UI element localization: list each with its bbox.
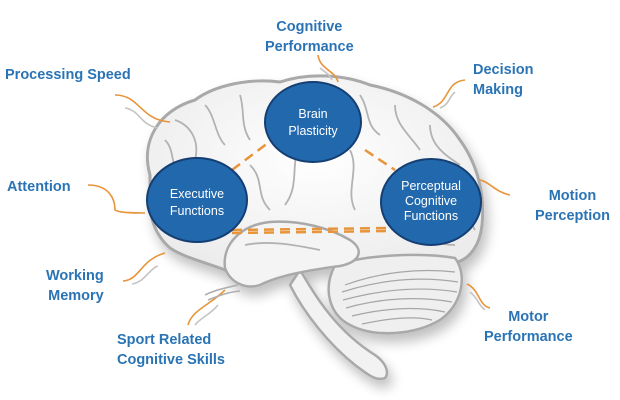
label-line: Motion [548,188,597,204]
label-line: Cognitive Skills [117,352,225,368]
pointer-sport-related [187,289,226,326]
edge-executive-to-perceptual-a [231,226,391,232]
label-line: Processing Speed [5,67,131,83]
node-label-line: Functions [170,204,224,218]
label-line: Perception [535,208,610,224]
label-line: Decision [473,62,534,78]
temporal-lobe-outline [223,220,360,288]
pointer-working-memory [122,252,166,282]
label-line: Attention [7,179,71,195]
node-executive-functions: Executive Functions [146,157,248,243]
cerebellum-outline [327,253,464,335]
connectors [231,139,396,235]
node-label-line: Cognitive [405,194,457,208]
label-motor-performance: Motor Performance [484,307,573,347]
label-line: Performance [484,329,573,345]
label-line: Working [46,268,104,284]
label-sport-related-cognitive-skills: Sport Related Cognitive Skills [117,330,225,370]
edge-executive-to-perceptual-b [231,229,391,235]
label-line: Making [473,82,523,98]
label-line: Cognitive [276,19,343,35]
label-pointers [87,54,511,326]
pointer-processing-speed [114,94,171,123]
node-perceptual-cognitive-functions: Perceptual Cognitive Functions [380,158,482,246]
label-decision-making: Decision Making [473,60,533,100]
label-working-memory: Working Memory [46,266,104,306]
node-label-line: Brain [298,107,327,121]
cerebellum-folds [341,269,459,325]
label-cognitive-performance: Cognitive Performance [265,17,354,57]
label-line: Memory [48,288,104,304]
node-label-line: Plasticity [288,124,338,138]
label-motion-perception: Motion Perception [535,186,610,226]
pointer-motor-performance [466,283,491,309]
label-attention: Attention [7,177,71,197]
pointer-decision-making [432,79,466,108]
label-line: Sport Related [117,332,212,348]
label-processing-speed: Processing Speed [5,65,131,85]
pointer-cognitive-performance [317,54,339,83]
edge-executive-to-plasticity [231,139,273,171]
pointer-motion-perception [479,179,511,196]
label-line: Motor [508,309,549,325]
edge-plasticity-to-perceptual [364,148,396,172]
node-brain-plasticity: Brain Plasticity [264,81,362,163]
node-label-line: Functions [404,209,458,223]
brainstem-outline [288,267,389,381]
label-line: Performance [265,39,354,55]
pointer-attention [87,184,146,214]
node-label-line: Executive [170,187,224,201]
node-label-line: Perceptual [401,179,461,193]
